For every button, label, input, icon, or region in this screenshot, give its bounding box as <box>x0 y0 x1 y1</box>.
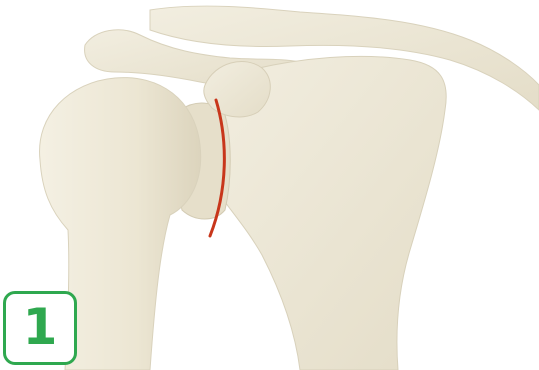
step-number: 1 <box>23 302 58 352</box>
step-number-badge: 1 <box>3 291 77 365</box>
